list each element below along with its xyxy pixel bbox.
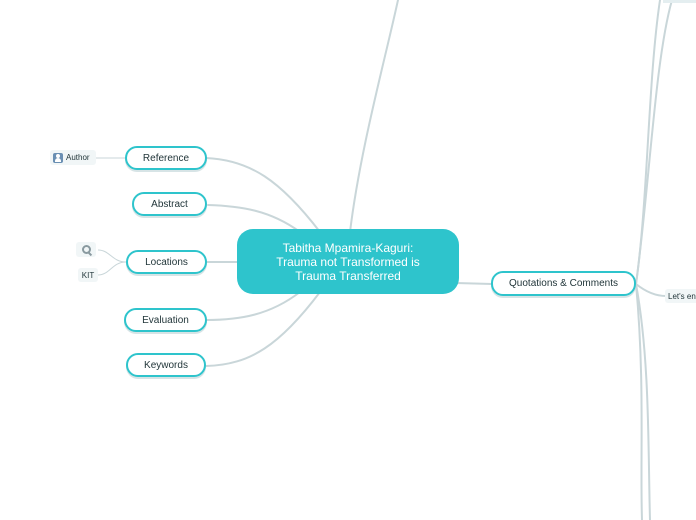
subtopic-kit-label: KIT [81, 270, 95, 280]
topic-reference[interactable]: Reference [125, 146, 207, 170]
topic-keywords[interactable]: Keywords [126, 353, 206, 377]
location-target-icon [81, 245, 91, 254]
author-person-icon [53, 152, 63, 163]
topic-quotations-label: Quotations & Comments [509, 278, 618, 289]
central-title-line-3: Trauma Transferred [295, 268, 401, 283]
topic-evaluation-label: Evaluation [142, 314, 189, 326]
subtopic-location-icon-node[interactable] [76, 242, 96, 257]
topic-reference-label: Reference [142, 152, 190, 164]
central-title-line-2: Trauma not Transformed is [276, 254, 420, 269]
top-right-node-edge [663, 0, 696, 3]
subtopic-author-label: Author [66, 153, 90, 162]
topic-abstract[interactable]: Abstract [132, 192, 207, 216]
topic-locations-label: Locations [145, 256, 188, 268]
central-topic[interactable]: Tabitha Mpamira-Kaguri: Trauma not Trans… [237, 229, 459, 294]
central-title-line-1: Tabitha Mpamira-Kaguri: [282, 240, 414, 255]
subtopic-kit[interactable]: KIT [78, 268, 98, 282]
subtopic-lets-en[interactable]: Let's en [665, 289, 696, 303]
topic-locations[interactable]: Locations [126, 250, 207, 274]
topic-evaluation[interactable]: Evaluation [124, 308, 207, 332]
topic-quotations-comments[interactable]: Quotations & Comments [491, 271, 636, 296]
topic-keywords-label: Keywords [144, 359, 188, 371]
topic-abstract-label: Abstract [151, 198, 188, 210]
subtopic-lets-en-label: Let's en [668, 291, 696, 301]
subtopic-author[interactable]: Author [50, 150, 96, 165]
